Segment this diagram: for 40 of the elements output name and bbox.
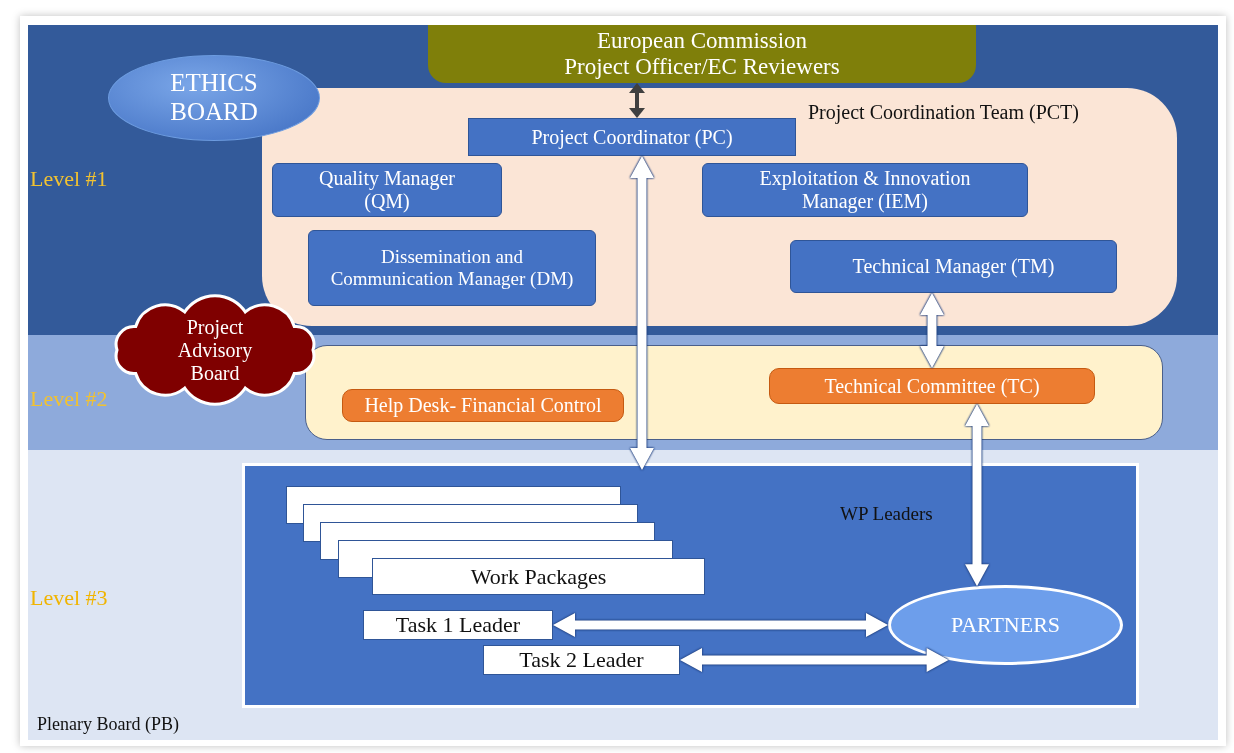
committee-panel <box>305 345 1163 440</box>
commission-box <box>428 25 976 83</box>
node-label: Dissemination and Communication Manager (DM) <box>329 246 575 290</box>
node-label: Technical Committee (TC) <box>823 374 1041 398</box>
node-label: Task 2 Leader <box>518 647 645 673</box>
node-label: PARTNERS <box>949 612 1062 638</box>
node-label: European Commission Project Officer/EC Reviewers <box>563 27 841 81</box>
double-arrow <box>680 648 949 672</box>
task-box <box>363 610 553 640</box>
role-box <box>702 163 1028 217</box>
node-label: Quality Manager (QM) <box>317 167 457 213</box>
work-package-sheet <box>372 558 705 595</box>
role-box <box>468 118 796 156</box>
level-band <box>28 450 1218 740</box>
double-arrow <box>630 156 654 470</box>
team-panel <box>262 88 1177 326</box>
role-box <box>308 230 596 306</box>
edge-label: WP Leaders <box>840 503 933 525</box>
node-label: Work Packages <box>469 563 608 590</box>
panel-title: Plenary Board (PB) <box>37 714 179 735</box>
double-arrow <box>920 293 944 368</box>
work-area-panel <box>242 463 1139 708</box>
panel-title: Project Coordination Team (PCT) <box>808 101 1079 124</box>
level-label: Level #2 <box>30 386 108 412</box>
role-box <box>342 389 624 422</box>
level-label: Level #1 <box>30 166 108 192</box>
double-arrow <box>629 83 645 118</box>
role-box <box>272 163 502 217</box>
double-arrow <box>965 404 989 587</box>
node-label: ETHICS BOARD <box>169 69 259 127</box>
node-label: Task 1 Leader <box>394 612 522 638</box>
level-label: Level #3 <box>30 585 108 611</box>
role-box <box>769 368 1095 404</box>
double-arrow <box>553 613 888 637</box>
node-label: Technical Manager (TM) <box>851 255 1056 278</box>
task-box <box>483 645 680 675</box>
node-label: Exploitation & Innovation Manager (IEM) <box>758 167 972 213</box>
node-label: Help Desk- Financial Control <box>363 394 603 417</box>
role-box <box>790 240 1117 293</box>
node-label: Project Coordinator (PC) <box>530 125 734 149</box>
